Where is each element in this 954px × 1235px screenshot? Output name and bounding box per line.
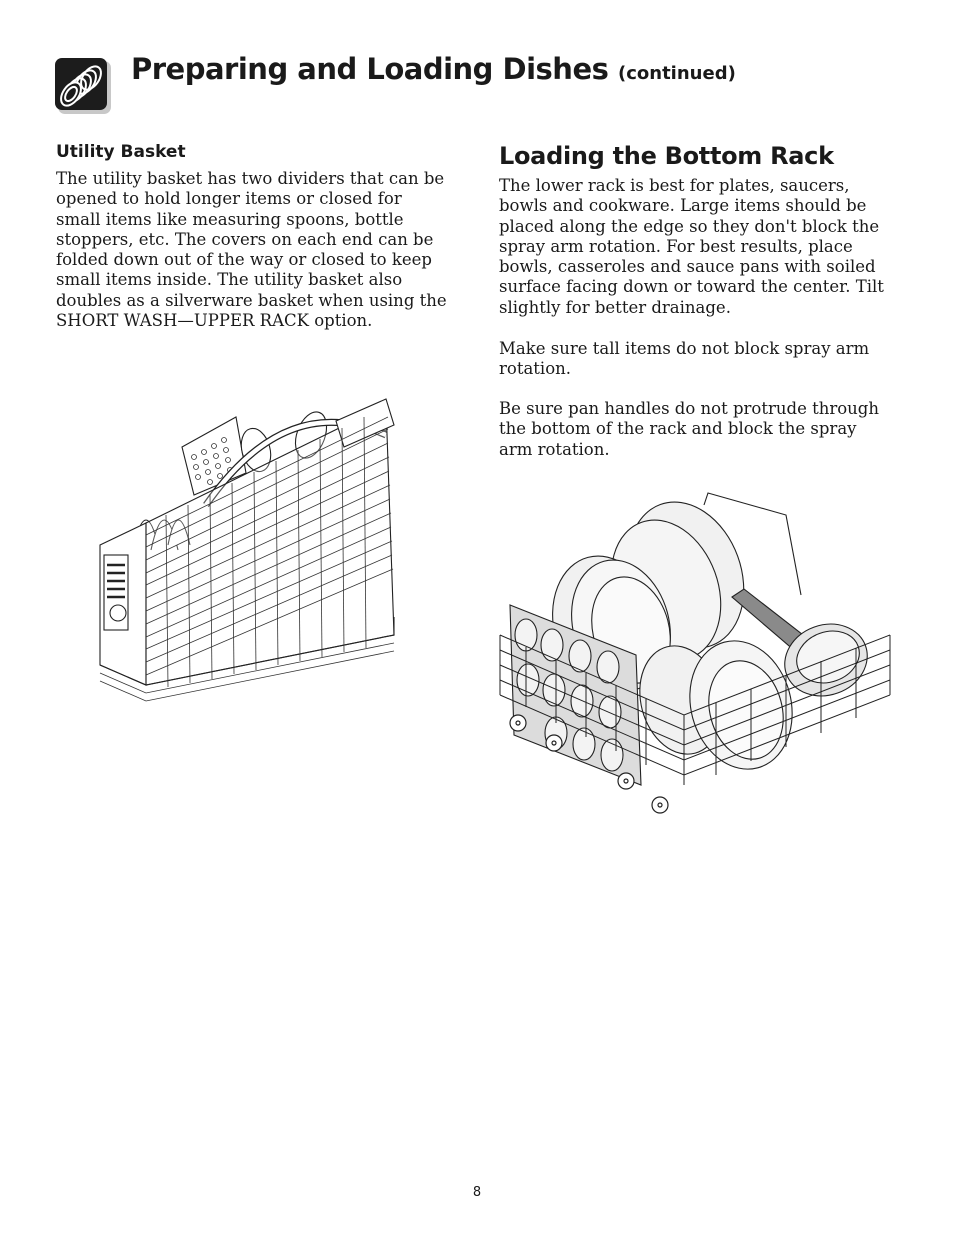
utility-basket-paragraph: The utility basket has two dividers that… bbox=[56, 169, 447, 331]
bottom-rack-illustration bbox=[496, 485, 896, 820]
pan-handles-paragraph: Be sure pan handles do not protrude thro… bbox=[499, 399, 879, 459]
page-number: 8 bbox=[472, 1185, 482, 1200]
continued-label: (continued) bbox=[618, 63, 736, 84]
utility-basket-heading: Utility Basket bbox=[56, 142, 186, 162]
bottom-rack-heading: Loading the Bottom Rack bbox=[499, 142, 834, 170]
page-title: Preparing and Loading Dishes (continued) bbox=[131, 52, 736, 86]
stacked-dishes-icon bbox=[55, 58, 111, 114]
page-title-text: Preparing and Loading Dishes bbox=[131, 52, 609, 86]
utility-basket-illustration bbox=[96, 395, 416, 705]
lower-rack-paragraph: The lower rack is best for plates, sauce… bbox=[499, 176, 884, 317]
tall-items-paragraph: Make sure tall items do not block spray … bbox=[499, 339, 870, 379]
